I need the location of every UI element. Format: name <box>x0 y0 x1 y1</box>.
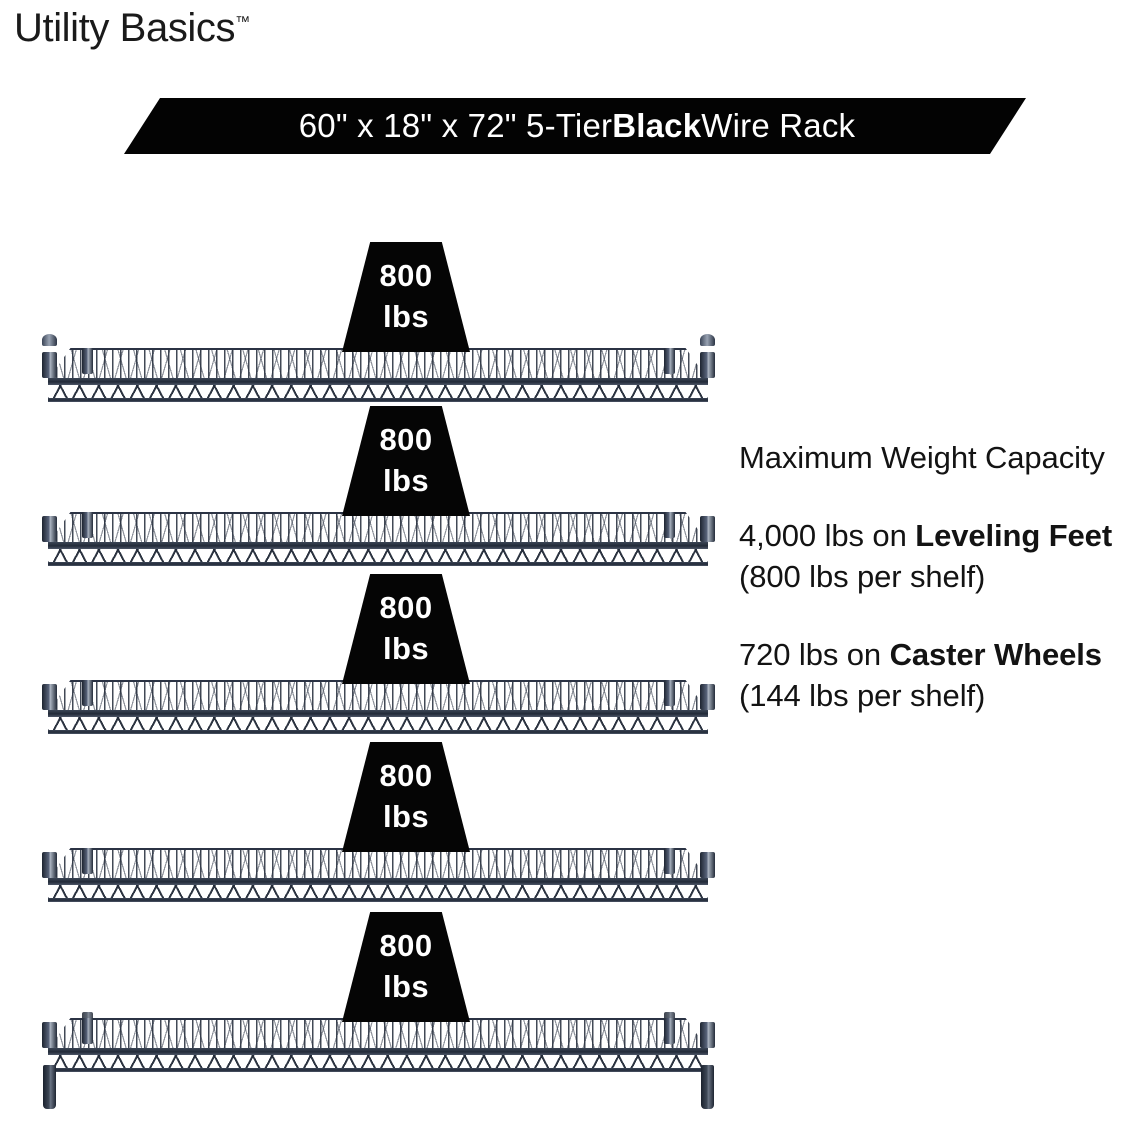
post-collar <box>42 852 57 878</box>
post-collar <box>42 352 57 378</box>
post-collar <box>664 848 675 874</box>
post-collar <box>700 352 715 378</box>
shelf-truss-band <box>48 1055 708 1071</box>
banner-text-suffix: Wire Rack <box>701 107 856 144</box>
shelf-deck <box>48 348 708 380</box>
capacity-badge-value: 800 <box>379 928 433 964</box>
shelf-front-rail <box>48 710 708 717</box>
capacity-badge-unit: lbs <box>383 299 429 334</box>
banner-text-emphasis: Black <box>612 107 702 144</box>
leveling-emphasis: Leveling Feet <box>915 517 1113 553</box>
banner-text-prefix: 60" x 18" x 72" 5-Tier <box>298 107 613 144</box>
capacity-badge-value: 800 <box>379 258 433 294</box>
weight-capacity-copy: Maximum Weight Capacity 4,000 lbs on Lev… <box>739 437 1137 717</box>
shelf-truss-band <box>48 885 708 901</box>
post-collar <box>42 516 57 542</box>
post-collar <box>664 680 675 706</box>
shelf-truss-band <box>48 717 708 733</box>
post-collar <box>82 348 93 374</box>
capacity-badge-value: 800 <box>379 590 433 626</box>
leveling-tail: (800 lbs per shelf) <box>739 559 986 595</box>
front-post-cap-right <box>700 334 715 346</box>
capacity-badge: 800 lbs <box>342 742 470 852</box>
banner-text: 60" x 18" x 72" 5-Tier Black Wire Rack <box>124 98 1026 154</box>
wire-shelf <box>48 348 708 402</box>
post-collar <box>42 684 57 710</box>
trademark-icon: ™ <box>235 13 251 31</box>
post-collar <box>700 684 715 710</box>
capacity-badge: 800 lbs <box>342 574 470 684</box>
shelf-bottom-rail <box>48 1068 708 1072</box>
front-post-cap-left <box>42 334 57 346</box>
capacity-badge-unit: lbs <box>383 969 429 1004</box>
leveling-feet-capacity: 4,000 lbs on Leveling Feet (800 lbs per … <box>739 515 1137 598</box>
shelf-bottom-rail <box>48 898 708 902</box>
wire-rack-illustration: 800 lbs 800 lbs 800 lbs 800 lbs 800 lbs <box>36 242 726 1130</box>
post-collar <box>700 1022 715 1048</box>
caster-wheels-capacity: 720 lbs on Caster Wheels (144 lbs per sh… <box>739 634 1137 717</box>
capacity-badge-unit: lbs <box>383 799 429 834</box>
post-collar <box>82 848 93 874</box>
post-collar <box>664 1018 675 1044</box>
post-collar <box>82 1018 93 1044</box>
wire-shelf <box>48 512 708 566</box>
shelf-front-rail <box>48 378 708 385</box>
post-collar <box>700 516 715 542</box>
post-collar <box>42 1022 57 1048</box>
capacity-badge: 800 lbs <box>342 242 470 352</box>
shelf-bottom-rail <box>48 730 708 734</box>
shelf-bottom-rail <box>48 398 708 402</box>
shelf-deck <box>48 680 708 712</box>
caster-tail: (144 lbs per shelf) <box>739 678 986 714</box>
post-collar <box>664 348 675 374</box>
capacity-badge-value: 800 <box>379 758 433 794</box>
front-post-left <box>42 340 57 1106</box>
shelf-truss-band <box>48 549 708 565</box>
brand-name: Utility Basics <box>14 6 236 50</box>
shelf-bottom-rail <box>48 562 708 566</box>
product-title-banner: 60" x 18" x 72" 5-Tier Black Wire Rack <box>124 98 1026 154</box>
leveling-foot-right <box>701 1065 714 1109</box>
banner-background <box>124 98 1026 154</box>
caster-emphasis: Caster Wheels <box>889 636 1102 672</box>
shelf-deck <box>48 1018 708 1050</box>
shelf-deck <box>48 848 708 880</box>
post-collar <box>82 680 93 706</box>
shelf-deck <box>48 512 708 544</box>
front-post-right <box>700 340 715 1106</box>
shelf-front-rail <box>48 878 708 885</box>
leveling-foot-left <box>43 1065 56 1109</box>
post-collar <box>82 512 93 538</box>
post-collar <box>700 852 715 878</box>
post-collar <box>664 512 675 538</box>
brand-logo: Utility Basics™ <box>14 6 250 51</box>
capacity-badge: 800 lbs <box>342 912 470 1022</box>
capacity-badge-unit: lbs <box>383 631 429 666</box>
wire-shelf <box>48 848 708 902</box>
shelf-front-rail <box>48 542 708 549</box>
capacity-badge: 800 lbs <box>342 406 470 516</box>
wire-shelf <box>48 1018 708 1072</box>
shelf-front-rail <box>48 1048 708 1055</box>
copy-heading: Maximum Weight Capacity <box>739 440 1105 475</box>
wire-shelf <box>48 680 708 734</box>
capacity-badge-unit: lbs <box>383 463 429 498</box>
leveling-lead: 4,000 lbs on <box>739 517 916 553</box>
shelf-truss-band <box>48 385 708 401</box>
capacity-badge-value: 800 <box>379 422 433 458</box>
caster-lead: 720 lbs on <box>739 636 890 672</box>
